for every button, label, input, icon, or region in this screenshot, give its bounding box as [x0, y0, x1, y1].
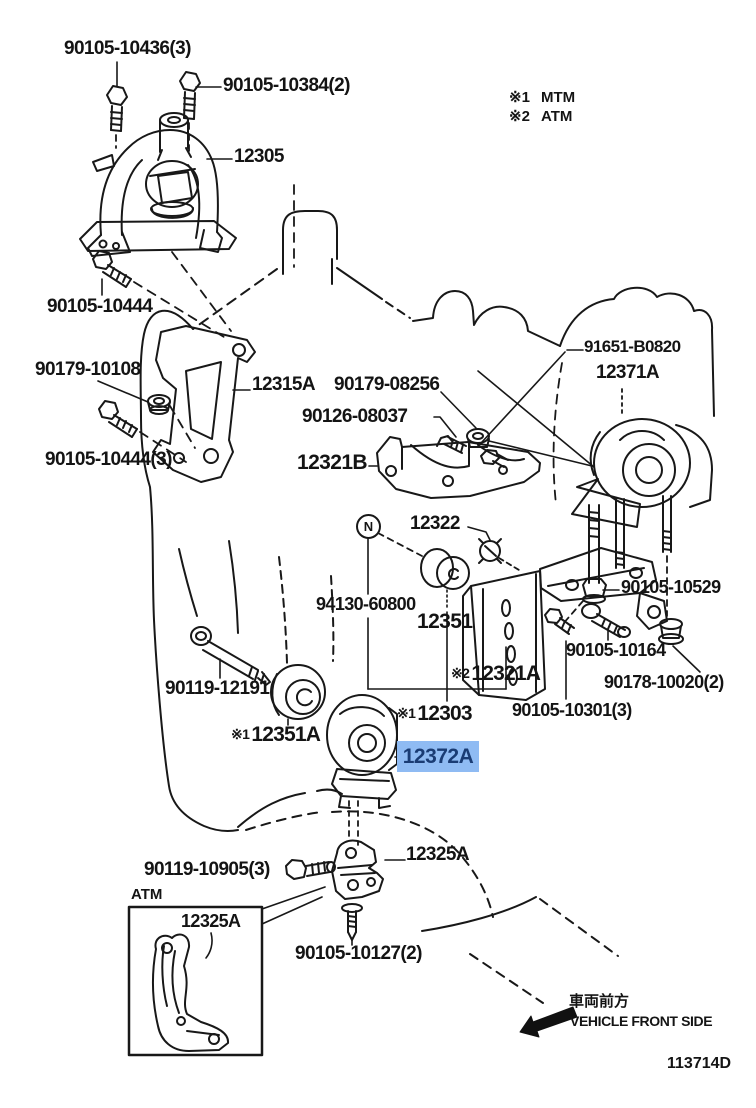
bolt-90105-10436-drawing — [106, 85, 128, 149]
atm-inset-label: ATM — [131, 886, 163, 903]
legend-value-1: MTM — [541, 89, 576, 106]
star-mark: ※1 — [397, 705, 416, 721]
part-label-12321A[interactable]: ※212321A — [451, 662, 541, 685]
part-label-94130-60800[interactable]: 94130-60800 — [316, 594, 416, 614]
bracket-12321B-drawing — [376, 436, 541, 499]
part-label-90105-10164[interactable]: 90105-10164 — [566, 640, 666, 660]
part-label-90178-10020[interactable]: 90178-10020(2) — [604, 672, 724, 692]
part-label-90105-10436[interactable]: 90105-10436(3) — [64, 38, 191, 59]
part-label-90105-10444[interactable]: 90105-10444 — [47, 296, 153, 317]
vehicle-front-arrow — [519, 1006, 578, 1038]
star-mark: ※1 — [231, 726, 250, 742]
bolt-90119-10905-drawing — [285, 859, 336, 880]
legend-row-atm: ※2 ATM — [509, 107, 575, 126]
leader-lines — [97, 61, 701, 959]
bracket-12321A-drawing — [462, 547, 668, 701]
part-label-90119-12191[interactable]: 90119-12191 — [165, 678, 270, 699]
bolt-90105-10384-drawing — [179, 71, 201, 153]
part-label-12305[interactable]: 12305 — [234, 146, 284, 167]
bolt-90105-10127-drawing — [341, 903, 363, 941]
mount-12371A-drawing — [571, 418, 713, 528]
atm-inset-box — [127, 905, 264, 1057]
legend: ※1 MTM ※2 ATM — [509, 88, 575, 126]
part-label-12303[interactable]: ※112303 — [397, 702, 473, 725]
part-label-90179-08256[interactable]: 90179-08256 — [334, 374, 440, 395]
mount-12372A-drawing — [326, 694, 398, 846]
part-label-90126-08037[interactable]: 90126-08037 — [302, 406, 408, 427]
star-mark: ※2 — [451, 665, 470, 681]
part-label-90105-10384[interactable]: 90105-10384(2) — [223, 75, 350, 96]
bushing-94130-60800-drawing — [367, 532, 470, 595]
part-label-12371A[interactable]: 12371A — [596, 362, 660, 383]
part-label-90105-10127[interactable]: 90105-10127(2) — [295, 943, 422, 964]
part-label-12325A-atm[interactable]: 12325A — [181, 911, 241, 931]
bolt-90105-10164-drawing — [581, 603, 631, 638]
part-label-12372A-highlighted[interactable]: 12372A — [397, 741, 479, 772]
bolt-90105-10444-3-drawing — [98, 400, 138, 438]
vehicle-front-en-text: VEHICLE FRONT SIDE — [570, 1013, 713, 1029]
legend-mark-1: ※1 — [509, 89, 530, 106]
part-label-12351A[interactable]: ※112351A — [231, 723, 321, 746]
circled-n-symbol: N — [356, 514, 381, 539]
diagram-code: 113714D — [667, 1055, 732, 1072]
bolt-90105-10301-drawing — [544, 608, 575, 635]
part-label-90105-10301[interactable]: 90105-10301(3) — [512, 700, 632, 720]
stud-bolt-drawing — [561, 495, 672, 626]
part-label-90179-10108[interactable]: 90179-10108 — [35, 359, 141, 380]
part-label-90105-10529[interactable]: 90105-10529 — [621, 577, 721, 597]
nut-90179-10108-drawing — [147, 394, 171, 415]
part-label-91651-B0820[interactable]: 91651-B0820 — [584, 337, 681, 356]
bushing-12351A-drawing — [270, 664, 326, 720]
bracket-12325A-atm-drawing — [151, 933, 230, 1052]
part-label-12325A[interactable]: 12325A — [406, 844, 470, 865]
part-label-90119-10905[interactable]: 90119-10905(3) — [144, 859, 270, 880]
legend-row-mtm: ※1 MTM — [509, 88, 575, 107]
bracket-12325A-drawing — [331, 839, 384, 900]
engine-outline — [139, 210, 715, 1004]
bolt-90119-12191-drawing — [190, 626, 271, 686]
part-label-12315A[interactable]: 12315A — [252, 374, 316, 395]
mount-12305-drawing — [79, 112, 237, 257]
bracket-12315A-drawing — [152, 325, 256, 483]
part-label-12321B[interactable]: 12321B — [297, 451, 368, 474]
atm-callout-wedge — [261, 886, 326, 925]
grommet-12322-drawing — [478, 538, 520, 571]
bolt-90105-10444-drawing — [92, 250, 132, 288]
part-label-12322[interactable]: 12322 — [410, 513, 460, 534]
nut-90179-08256-drawing — [466, 428, 490, 448]
vehicle-front-jp-text: 車両前方 — [569, 993, 630, 1010]
part-label-12351[interactable]: 12351 — [417, 610, 473, 633]
stud-90126-08037-drawing — [436, 435, 467, 454]
part-label-90105-10444-3[interactable]: 90105-10444(3) — [45, 449, 172, 470]
legend-value-2: ATM — [541, 108, 573, 125]
legend-mark-2: ※2 — [509, 108, 530, 125]
